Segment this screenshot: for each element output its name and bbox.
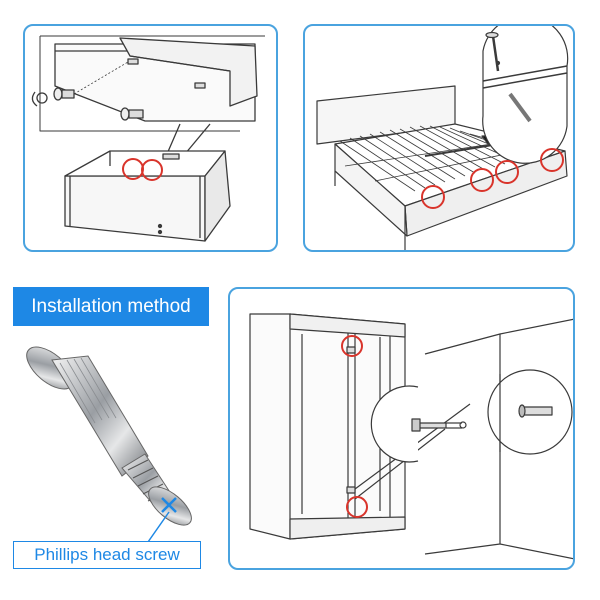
drawer-assembly-icon <box>31 35 265 242</box>
connector-bolt-icon <box>26 346 192 526</box>
bed-frame-icon <box>316 26 569 250</box>
bed-frame-panel <box>303 24 575 252</box>
drawer-assembly-panel <box>23 24 278 252</box>
phillips-screw-image <box>10 338 210 538</box>
section-title-banner: Installation method <box>13 287 209 326</box>
wardrobe-icon <box>249 313 573 560</box>
wardrobe-panel <box>228 287 575 570</box>
phillips-screw-callout: Phillips head screw <box>13 541 201 569</box>
